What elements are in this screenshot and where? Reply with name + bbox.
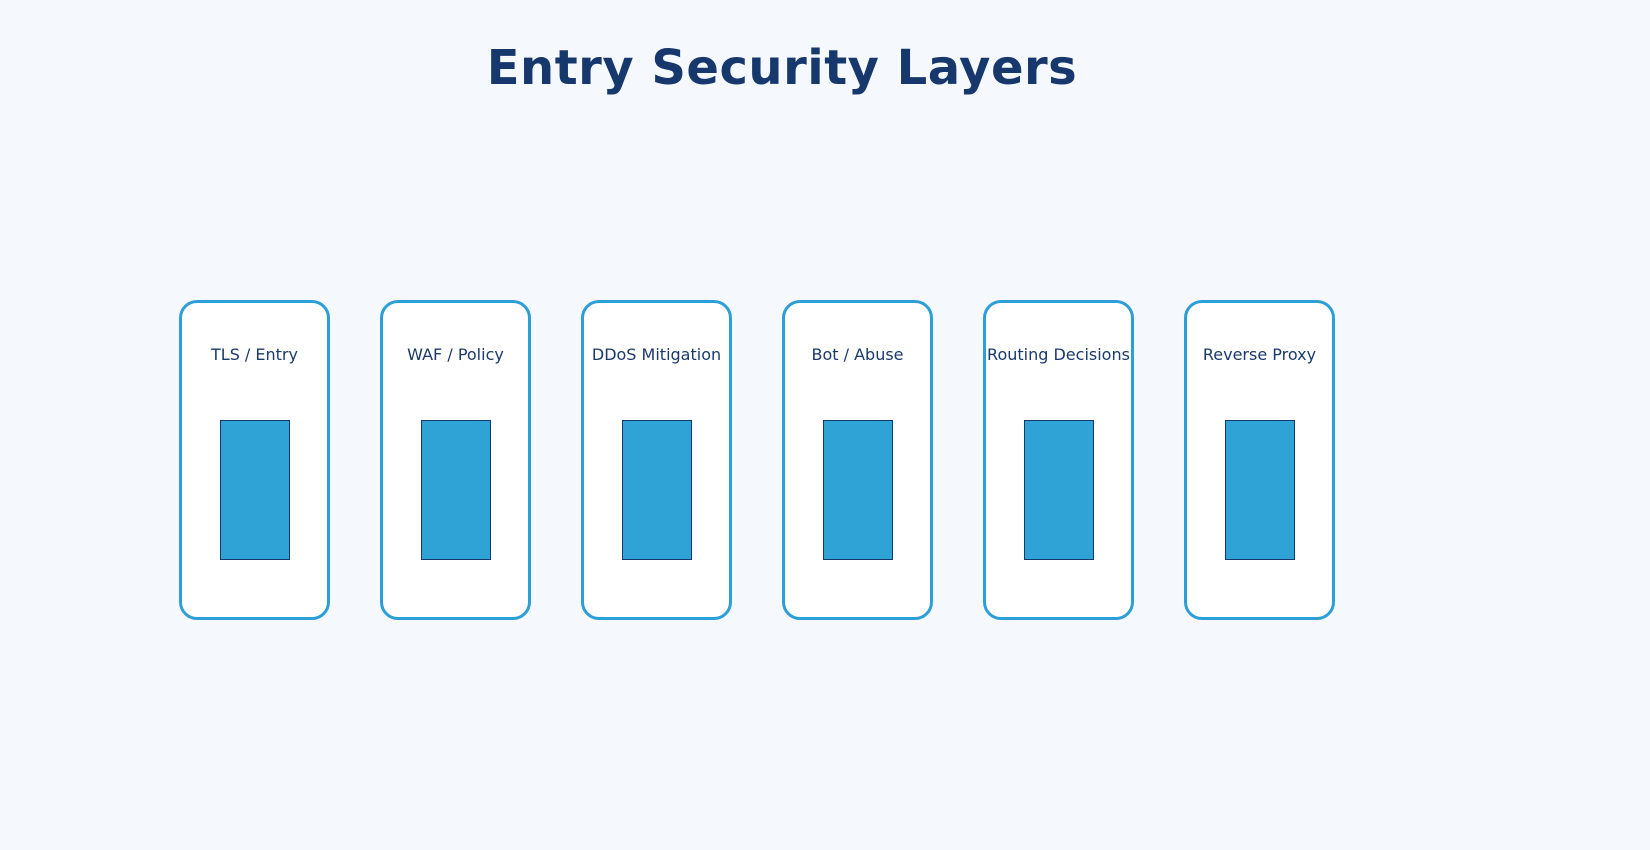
layer-node-rect	[420, 420, 491, 560]
layer-node-rect	[1224, 420, 1295, 560]
layer-label: TLS / Entry	[211, 345, 298, 364]
layer-label: WAF / Policy	[407, 345, 504, 364]
layer-node-rect	[621, 420, 692, 560]
security-layers-row: TLS / Entry WAF / Policy DDoS Mitigation…	[179, 300, 1335, 620]
layer-label: Reverse Proxy	[1202, 345, 1317, 364]
layer-label: Bot / Abuse	[811, 345, 904, 364]
layer-card-bot-abuse: Bot / Abuse	[782, 300, 933, 620]
layer-card-reverse-proxy: Reverse Proxy	[1184, 300, 1335, 620]
page-title: Entry Security Layers	[486, 40, 1078, 96]
layer-card-tls-entry: TLS / Entry	[179, 300, 330, 620]
layer-label: DDoS Mitigation	[591, 345, 722, 364]
layer-card-ddos-mitigation: DDoS Mitigation	[581, 300, 732, 620]
layer-node-rect	[1023, 420, 1094, 560]
layer-card-waf-policy: WAF / Policy	[380, 300, 531, 620]
layer-label: Routing Decisions	[987, 345, 1130, 364]
layer-node-rect	[822, 420, 893, 560]
layer-card-routing-decisions: Routing Decisions	[983, 300, 1134, 620]
layer-node-rect	[219, 420, 290, 560]
